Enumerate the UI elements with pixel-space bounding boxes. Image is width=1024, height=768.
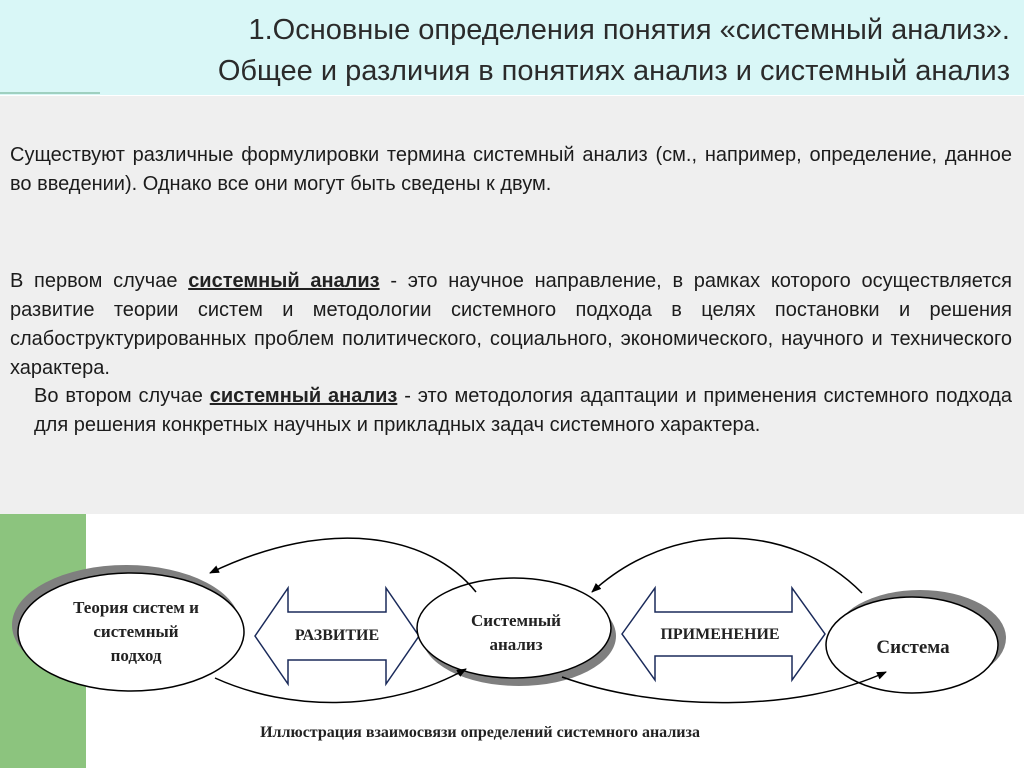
arrow-application-shape [621,585,826,683]
node-analysis-ellipse [416,577,612,679]
node-analysis-label-2: анализ [489,635,542,654]
paragraph-intro: Существуют различные формулировки термин… [10,144,1012,195]
arrow-development: РАЗВИТИЕ [254,585,420,687]
arrow-application: ПРИМЕНЕНИЕ [621,585,826,683]
node-theory-label-2: системный [93,622,178,641]
node-theory-label-3: подход [111,646,162,665]
second-case-text: - это методология адаптации и применения… [34,385,1012,436]
second-case-term: системный анализ [209,385,398,407]
node-analysis-label-1: Системный [471,611,561,630]
header-divider [0,92,100,94]
curve-arrow-system-to-analysis [591,537,863,594]
content-panel [0,96,1024,514]
arrow-development-label: РАЗВИТИЕ [295,627,379,644]
node-system-analysis: Системный анализ [416,577,616,686]
node-theory-systems: Теория систем и системный подход [12,565,245,692]
first-case-term: системный анализ [188,270,380,292]
node-theory-ellipse [17,572,245,692]
paragraph-second-case: Во втором случае системный анализ - это … [34,382,1012,440]
curve-arrow-analysis-to-system [561,671,887,704]
page-title-line1: 1.Основные определения понятия «системны… [248,14,1010,46]
curve-arrow-theory-to-analysis [214,668,467,704]
first-case-prefix: В первом случае [10,270,189,292]
header-band [0,0,1024,95]
page-title-line2: Общее и различия в понятиях анализ и сис… [217,55,1010,87]
first-case-text: - это научное направление, в рамках кото… [10,270,1012,379]
second-case-prefix: Во втором случае [34,385,210,407]
paragraph-first-case: В первом случае системный анализ - это н… [10,267,1012,383]
arrow-application-label: ПРИМЕНЕНИЕ [660,626,779,643]
curve-arrow-analysis-to-theory [209,537,477,593]
node-system: Система [825,590,1006,694]
node-system-label: Система [876,637,950,658]
node-theory-label-1: Теория систем и [73,598,199,617]
diagram-caption: Иллюстрация взаимосвязи определений сист… [260,724,700,741]
node-system-ellipse [825,596,999,694]
